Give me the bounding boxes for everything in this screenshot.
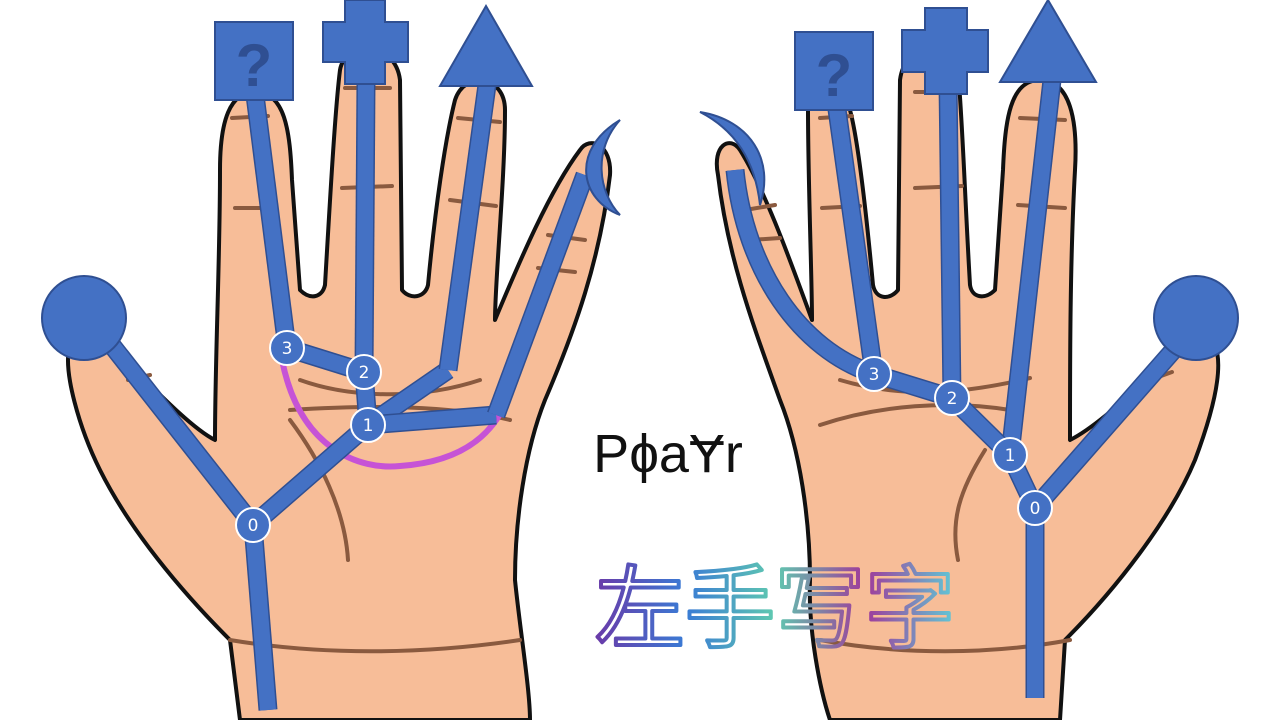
script-caption: 左手写字	[595, 557, 955, 662]
left-question-glyph: ?	[236, 32, 273, 99]
right-joint-node-3: 3	[856, 356, 892, 392]
left-joint-node-0: 0	[235, 507, 271, 543]
right-joint-node-0: 0	[1017, 490, 1053, 526]
center-title: PɸaɎr	[593, 424, 743, 484]
triangle-icon	[438, 3, 534, 87]
right-question-glyph: ?	[816, 42, 853, 109]
left-joint-node-2: 2	[346, 354, 382, 390]
right-hand-bones	[725, 78, 1186, 698]
svg-text:0: 0	[248, 516, 259, 536]
right-hand: ? 0 1 2 3	[699, 0, 1239, 720]
circle-icon	[1153, 275, 1239, 361]
circle-icon	[41, 275, 127, 361]
crescent-icon	[585, 119, 621, 216]
plus-icon	[322, 0, 409, 85]
plus-icon	[901, 7, 989, 95]
left-hand-bones	[84, 79, 594, 711]
svg-text:2: 2	[359, 363, 370, 383]
question-mark-icon: ?	[214, 21, 294, 101]
triangle-icon	[998, 0, 1098, 83]
right-joint-node-2: 2	[934, 380, 970, 416]
svg-text:3: 3	[869, 365, 880, 385]
svg-text:3: 3	[282, 339, 293, 359]
svg-text:0: 0	[1030, 499, 1041, 519]
right-joint-node-1: 1	[992, 437, 1028, 473]
left-hand: ? 0 1 2 3	[41, 0, 621, 720]
left-joint-node-1: 1	[350, 407, 386, 443]
question-mark-icon: ?	[794, 31, 874, 111]
svg-text:1: 1	[1005, 446, 1016, 466]
crescent-icon	[699, 111, 766, 206]
svg-text:1: 1	[363, 416, 374, 436]
left-joint-node-3: 3	[269, 330, 305, 366]
svg-text:2: 2	[947, 389, 958, 409]
